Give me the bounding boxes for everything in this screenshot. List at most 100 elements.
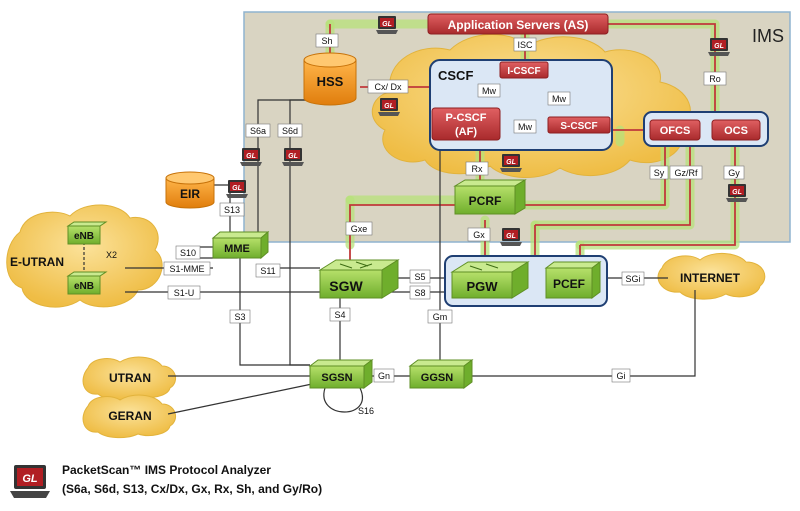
if-gi: Gi (617, 371, 626, 381)
eir-node[interactable] (165, 171, 215, 209)
probe-icon[interactable]: GL (708, 38, 730, 56)
probe-badge: GL (384, 103, 394, 110)
legend-probe-badge: GL (22, 473, 38, 485)
ocs-label: OCS (724, 125, 748, 137)
probe-icon[interactable]: GL (282, 148, 304, 166)
if-s10: S10 (180, 248, 196, 258)
ggsn-node[interactable] (408, 359, 474, 389)
if-rx: Rx (472, 164, 483, 174)
s-cscf-label: S-CSCF (560, 121, 597, 132)
if-s5: S5 (414, 272, 425, 282)
interface-labels: Sh ISC Ro Cx/ Dx Mw Mw Mw S6a S6d S13 Rx… (106, 33, 745, 416)
legend-subtitle: (S6a, S6d, S13, Cx/Dx, Gx, Rx, Sh, and G… (62, 482, 323, 496)
if-ro: Ro (709, 74, 721, 84)
enb-node-1[interactable] (66, 221, 108, 245)
sgw-label: SGW (329, 278, 363, 294)
if-s11: S11 (260, 266, 275, 276)
pcef-node[interactable] (544, 261, 602, 299)
internet-cloud (657, 253, 766, 300)
if-mw-3: Mw (518, 122, 532, 132)
internet-label: INTERNET (680, 271, 741, 285)
ggsn-label: GGSN (421, 372, 453, 384)
if-s4: S4 (334, 310, 345, 320)
if-s6d: S6d (282, 126, 298, 136)
probe-icon[interactable]: GL (378, 98, 400, 116)
sgw-node[interactable] (318, 259, 400, 299)
if-gy: Gy (728, 168, 740, 178)
utran-label: UTRAN (109, 371, 151, 385)
if-mw-1: Mw (482, 86, 496, 96)
pcrf-node[interactable] (453, 179, 527, 215)
sgsn-label: SGSN (321, 372, 352, 384)
probe-icon[interactable]: GL (500, 154, 522, 172)
if-isc: ISC (517, 40, 533, 50)
probe-icon[interactable]: GL (726, 184, 748, 202)
e-utran-label: E-UTRAN (10, 255, 64, 269)
utran-cloud (82, 356, 177, 401)
if-sgi: SGi (625, 274, 640, 284)
legend-title: PacketScan™ IMS Protocol Analyzer (62, 463, 271, 477)
p-cscf-node[interactable] (431, 107, 501, 141)
probe-badge: GL (714, 43, 724, 50)
pcef-label: PCEF (553, 277, 585, 291)
if-gm: Gm (433, 312, 448, 322)
if-s6a: S6a (250, 126, 266, 136)
if-s1-u: S1-U (174, 288, 195, 298)
ofcs-node[interactable] (649, 119, 701, 141)
if-s16: S16 (358, 406, 374, 416)
hss-label: HSS (317, 74, 344, 89)
if-mw-2: Mw (552, 94, 566, 104)
probe-icon[interactable]: GL (376, 16, 398, 34)
probe-icon[interactable]: GL (240, 148, 262, 166)
probe-icon[interactable]: GL (500, 228, 522, 246)
probe-badge: GL (382, 21, 392, 28)
if-cxdx: Cx/ Dx (375, 82, 403, 92)
as-label: Application Servers (AS) (448, 18, 589, 32)
ims-label: IMS (752, 26, 784, 46)
if-s8: S8 (414, 288, 425, 298)
legend-probe-icon: GL (10, 465, 50, 498)
probe-badge: GL (506, 159, 516, 166)
i-cscf-node[interactable] (499, 61, 549, 79)
if-gn: Gn (378, 371, 390, 381)
probe-badge: GL (246, 153, 256, 160)
pcrf-label: PCRF (469, 194, 502, 208)
enb-label-1: eNB (74, 231, 94, 242)
p-cscf-label-1: P-CSCF (446, 112, 487, 124)
geran-label: GERAN (108, 409, 151, 423)
pgw-node[interactable] (450, 261, 530, 299)
probe-badge: GL (288, 153, 298, 160)
pgw-label: PGW (466, 279, 498, 294)
if-sy: Sy (654, 168, 665, 178)
s-cscf-node[interactable] (547, 116, 611, 134)
mme-node[interactable] (211, 230, 270, 260)
legend: GL PacketScan™ IMS Protocol Analyzer (S6… (4, 462, 384, 502)
enb-label-2: eNB (74, 281, 94, 292)
hss-node[interactable] (303, 52, 357, 106)
mme-label: MME (224, 243, 250, 255)
sgsn-node[interactable] (308, 359, 374, 389)
as-node[interactable] (427, 13, 609, 35)
probe-badge: GL (506, 233, 516, 240)
if-s3: S3 (234, 312, 245, 322)
ocs-node[interactable] (711, 119, 761, 141)
i-cscf-label: I-CSCF (507, 66, 540, 77)
if-gzrf: Gz/Rf (674, 168, 698, 178)
if-s13: S13 (224, 205, 240, 215)
if-gx: Gx (473, 230, 485, 240)
probe-icons: GL GL GL GL GL GL GL GL GL (226, 16, 748, 246)
probe-badge: GL (232, 185, 242, 192)
if-x2: X2 (106, 250, 117, 260)
probe-badge: GL (732, 189, 742, 196)
probe-icon[interactable]: GL (226, 180, 248, 198)
ofcs-label: OFCS (660, 125, 691, 137)
p-cscf-label-2: (AF) (455, 126, 477, 138)
if-sh: Sh (321, 36, 332, 46)
cscf-label: CSCF (438, 68, 473, 83)
eir-label: EIR (180, 187, 200, 201)
e-utran-cloud (6, 204, 163, 308)
geran-cloud (82, 394, 177, 439)
enb-node-2[interactable] (66, 271, 108, 295)
